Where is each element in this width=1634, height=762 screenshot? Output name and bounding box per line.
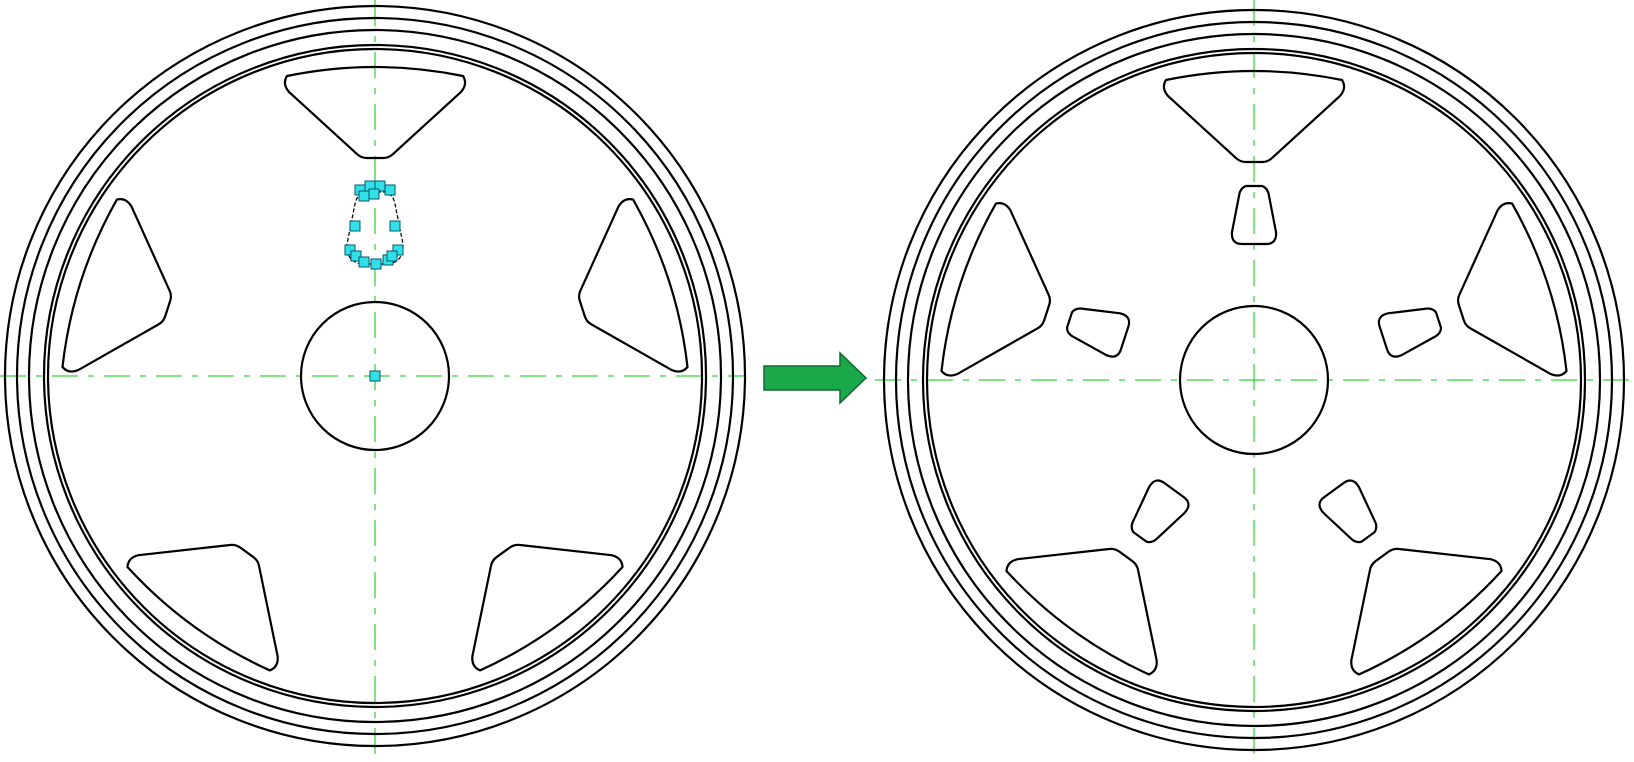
small-hole-1: [1230, 184, 1278, 246]
rim-circle-3: [27, 28, 723, 724]
spoke-opening-4: [126, 543, 279, 672]
rim-circle-5: [46, 47, 704, 705]
small-hole-3: [1318, 479, 1378, 544]
spoke-opening-1: [283, 65, 467, 160]
spoke-openings: [940, 69, 1568, 676]
wheel-before-drawing: [0, 0, 747, 762]
spoke-opening-2: [577, 198, 689, 373]
rim-circle-2: [15, 16, 735, 736]
small-holes: [1065, 184, 1443, 544]
spoke-opening-4: [1005, 547, 1158, 676]
rim-circle-4: [921, 47, 1587, 713]
hub-circle: [299, 300, 451, 452]
small-hole-2: [1377, 307, 1443, 358]
square-grip-icon[interactable]: [350, 250, 362, 262]
rim-circle-4: [42, 43, 708, 709]
square-grip-icon[interactable]: [344, 244, 356, 256]
square-grip-icon[interactable]: [349, 220, 361, 232]
spoke-opening-5: [61, 198, 173, 373]
spoke-opening-1: [1162, 69, 1346, 164]
spoke-opening-3: [1350, 547, 1503, 676]
square-grip-icon[interactable]: [389, 220, 401, 232]
spoke-opening-2: [1456, 202, 1568, 377]
square-grip-icon[interactable]: [384, 184, 396, 196]
selected-hole[interactable]: [344, 180, 404, 382]
square-grip-icon[interactable]: [370, 258, 382, 270]
spoke-opening-5: [940, 202, 1052, 377]
rim-circle-3: [906, 32, 1602, 728]
center-grip[interactable]: [369, 370, 381, 382]
spoke-opening-3: [471, 543, 624, 672]
spoke-openings: [61, 65, 689, 672]
square-grip-icon[interactable]: [358, 256, 370, 268]
square-grip-icon[interactable]: [386, 250, 398, 262]
rim-circle-2: [894, 20, 1614, 740]
rim-outer-circle: [3, 4, 747, 748]
rim-circle-5: [925, 51, 1583, 709]
rim-outer-circle: [882, 8, 1626, 752]
square-grip-icon[interactable]: [368, 188, 380, 200]
right-arrow-icon: [763, 351, 868, 405]
square-grip-icon[interactable]: [358, 190, 370, 202]
selection-grips[interactable]: [344, 180, 404, 270]
wheel-after-drawing: [875, 0, 1634, 762]
hub-circle: [1178, 304, 1330, 456]
small-hole-5: [1065, 307, 1131, 358]
square-grip-icon[interactable]: [392, 244, 404, 256]
small-hole-4: [1130, 479, 1190, 544]
